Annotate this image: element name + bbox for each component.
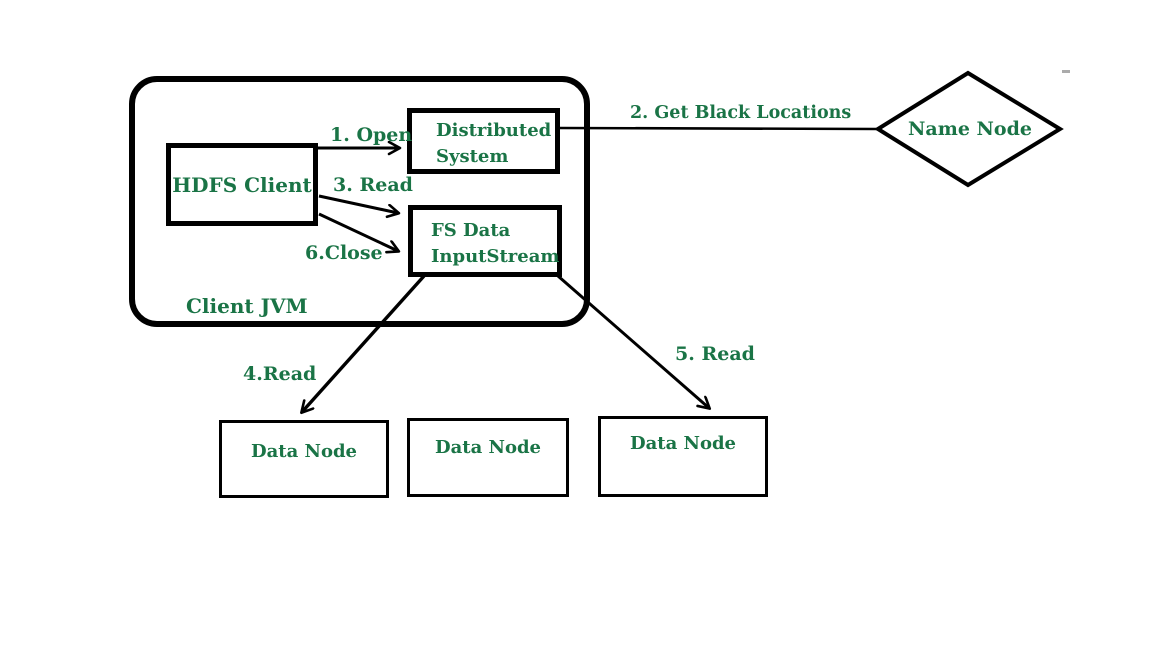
edge-close6-arrow — [318, 212, 398, 251]
hdfs-client-label: HDFS Client — [172, 172, 312, 197]
edge-read4-label: 4.Read — [243, 363, 317, 385]
data-node-2: Data Node — [407, 418, 569, 497]
edge-read3-label: 3. Read — [333, 174, 413, 196]
data-node-3-label: Data Node — [629, 433, 736, 454]
hdfs-client-node: HDFS Client — [166, 143, 318, 226]
edge-read5-label: 5. Read — [675, 343, 755, 365]
data-node-1-label: Data Node — [250, 441, 357, 462]
edge-open-label: 1. Open — [330, 124, 413, 146]
distributed-system-node: Distributed System — [407, 108, 560, 174]
stray-mark — [1062, 70, 1070, 73]
name-node-diamond — [874, 70, 1064, 188]
distributed-system-label-line1: Distributed — [436, 120, 552, 141]
name-node-label: Name Node — [908, 118, 1032, 140]
fs-data-label-line2: InputStream — [431, 246, 560, 267]
data-node-3: Data Node — [598, 416, 768, 497]
edge-get-block-locations — [559, 126, 879, 131]
client-jvm-label: Client JVM — [186, 294, 308, 318]
client-jvm-container — [129, 76, 590, 327]
edge-read3-arrow — [318, 194, 398, 213]
edge-read5-arrow — [557, 274, 709, 408]
distributed-system-label-line2: System — [436, 146, 509, 167]
fs-data-label-line1: FS Data — [431, 220, 511, 241]
fs-data-inputstream-node: FS Data InputStream — [408, 205, 562, 277]
edge-read4-arrow — [302, 274, 426, 412]
edge-get-block-locations-label: 2. Get Black Locations — [630, 103, 852, 123]
edge-close6-label: 6.Close — [305, 242, 383, 264]
data-node-1: Data Node — [219, 420, 389, 498]
data-node-2-label: Data Node — [434, 437, 541, 458]
